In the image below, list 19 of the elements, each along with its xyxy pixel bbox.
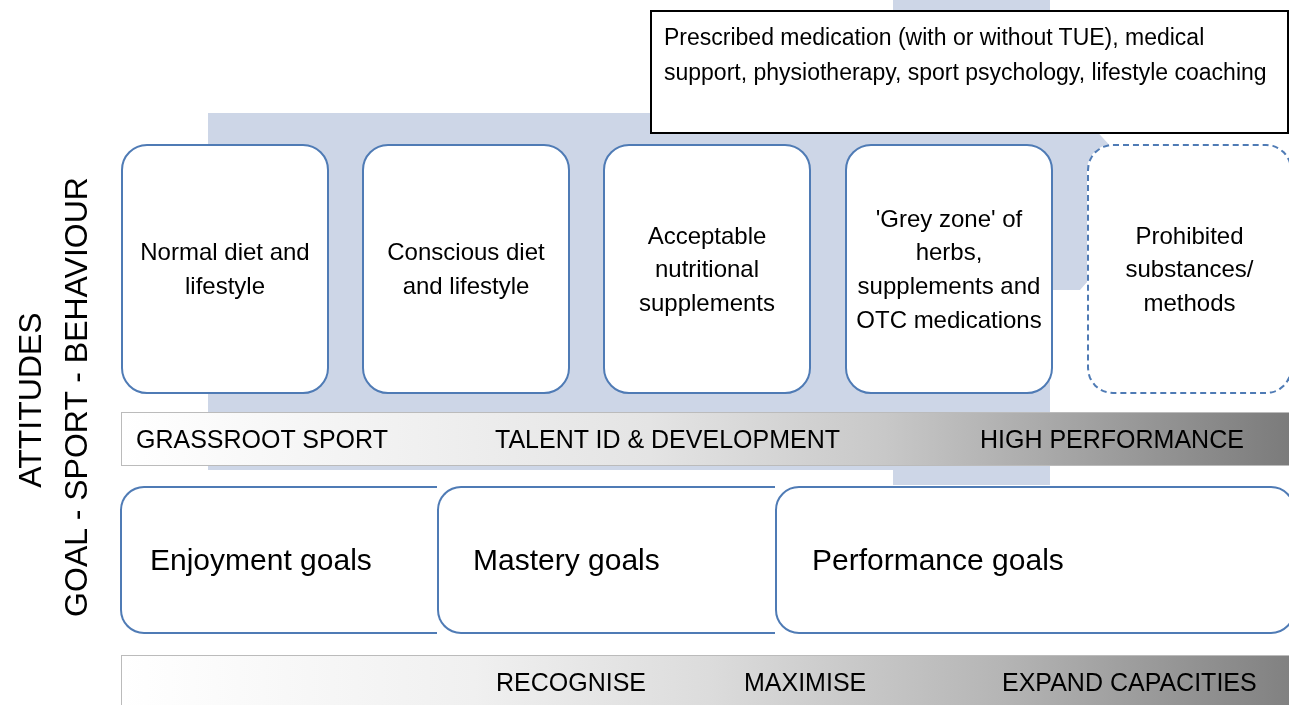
goal-box: Mastery goals bbox=[437, 486, 775, 634]
category-box: Prohibited substances/ methods bbox=[1087, 144, 1289, 394]
band-label: MAXIMISE bbox=[744, 667, 867, 697]
goal-box: Performance goals bbox=[775, 486, 1289, 634]
capacity-band bbox=[121, 655, 1289, 705]
category-box: Normal diet and lifestyle bbox=[121, 144, 329, 394]
category-box: Conscious diet and lifestyle bbox=[362, 144, 570, 394]
note-box: Prescribed medication (with or without TUE), medical support, physiotherapy, sport psychology, lifestyle coaching bbox=[650, 10, 1289, 134]
band-label: RECOGNISE bbox=[496, 667, 647, 697]
level-band bbox=[121, 412, 1289, 466]
goal-box: Enjoyment goals bbox=[120, 486, 437, 634]
band-label: TALENT ID & DEVELOPMENT bbox=[495, 424, 840, 454]
axis-title: ATTITUDES bbox=[11, 312, 49, 488]
category-box: Acceptable nutritional supplements bbox=[603, 144, 811, 394]
band-label: GRASSROOT SPORT bbox=[136, 424, 388, 454]
band-label: EXPAND CAPACITIES bbox=[1002, 667, 1257, 697]
axis-title: GOAL - SPORT - BEHAVIOUR bbox=[57, 177, 95, 617]
category-box: 'Grey zone' of herbs, supplements and OTC medications bbox=[845, 144, 1053, 394]
band-label: HIGH PERFORMANCE bbox=[980, 424, 1244, 454]
